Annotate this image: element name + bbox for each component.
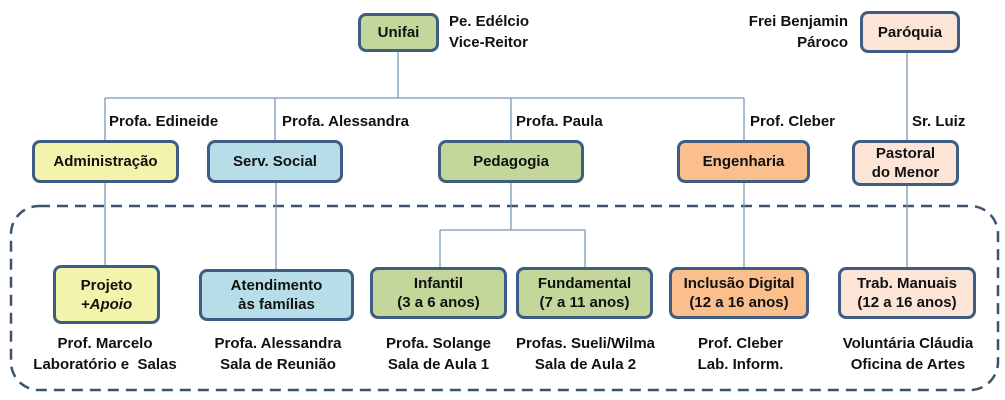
- branch-label-serv: Profa. Alessandra: [282, 113, 409, 130]
- unifai-person-role: Vice-Reitor: [449, 34, 528, 51]
- caption-infantil-line2: Sala de Aula 1: [387, 356, 490, 373]
- program-infantil-line2: (3 a 6 anos): [397, 294, 480, 311]
- program-atendimento-line2: às famílias: [238, 296, 315, 313]
- dept-engenharia: Engenharia: [677, 140, 810, 183]
- branch-label-eng: Prof. Cleber: [750, 113, 836, 130]
- dept-serv-social-label: Serv. Social: [233, 153, 317, 170]
- dept-pastoral-label-2: do Menor: [871, 164, 940, 181]
- dept-administracao-label: Administração: [53, 153, 158, 170]
- program-atendimento: Atendimento às famílias: [199, 269, 354, 321]
- caption-inclusao-line2: Lab. Inform.: [697, 356, 784, 373]
- dept-administracao: Administração: [32, 140, 179, 183]
- unifai-box: Unifai: [358, 13, 439, 52]
- dept-pastoral: Pastoral do Menor: [852, 140, 959, 186]
- program-fundamental: Fundamental (7 a 11 anos): [516, 267, 653, 319]
- caption-fundamental-line1: Profas. Sueli/Wilma: [515, 335, 656, 352]
- paroquia-person-name: Frei Benjamin: [748, 13, 848, 30]
- program-trab-line1: Trab. Manuais: [856, 275, 958, 292]
- caption-infantil: Profa. Solange Sala de Aula 1: [370, 333, 507, 375]
- program-projeto-line1: Projeto: [80, 276, 133, 294]
- paroquia-person: Frei Benjamin Pároco: [749, 11, 848, 53]
- caption-inclusao-line1: Prof. Cleber: [697, 335, 784, 352]
- program-trab-line2: (12 a 16 anos): [857, 294, 957, 311]
- caption-trab-line1: Voluntária Cláudia: [842, 335, 974, 352]
- program-trab-manuais: Trab. Manuais (12 a 16 anos): [838, 267, 976, 319]
- caption-projeto-line2: Laboratório e Salas: [33, 356, 177, 373]
- caption-trab-line2: Oficina de Artes: [850, 356, 966, 373]
- branch-label-adm: Profa. Edineide: [109, 113, 219, 130]
- program-projeto-apoio: Projeto +Apoio: [53, 265, 160, 324]
- unifai-person-name: Pe. Edélcio: [449, 13, 530, 30]
- caption-fundamental-line2: Sala de Aula 2: [534, 356, 637, 373]
- caption-atendimento: Profa. Alessandra Sala de Reunião: [196, 333, 360, 375]
- dept-serv-social: Serv. Social: [207, 140, 343, 183]
- dept-engenharia-label: Engenharia: [702, 153, 785, 170]
- program-fundamental-line2: (7 a 11 anos): [539, 294, 630, 311]
- program-infantil: Infantil (3 a 6 anos): [370, 267, 507, 319]
- program-projeto-line2: +Apoio: [80, 295, 133, 313]
- paroquia-person-role: Pároco: [797, 34, 848, 51]
- program-inclusao-line2: (12 a 16 anos): [689, 294, 789, 311]
- caption-projeto: Prof. Marcelo Laboratório e Salas: [15, 333, 195, 375]
- program-atendimento-line1: Atendimento: [230, 277, 323, 294]
- dept-pedagogia: Pedagogia: [438, 140, 584, 183]
- program-infantil-line1: Infantil: [413, 275, 464, 292]
- dept-pedagogia-label: Pedagogia: [473, 153, 549, 170]
- unifai-person: Pe. Edélcio Vice-Reitor: [449, 11, 529, 53]
- paroquia-label: Paróquia: [877, 23, 943, 41]
- caption-atendimento-line1: Profa. Alessandra: [214, 335, 342, 352]
- paroquia-box: Paróquia: [860, 11, 960, 53]
- program-inclusao-digital: Inclusão Digital (12 a 16 anos): [669, 267, 809, 319]
- branch-label-past: Sr. Luiz: [912, 113, 966, 130]
- caption-inclusao: Prof. Cleber Lab. Inform.: [672, 333, 809, 375]
- unifai-label: Unifai: [377, 24, 420, 41]
- caption-projeto-line1: Prof. Marcelo: [57, 335, 153, 352]
- program-inclusao-line1: Inclusão Digital: [683, 275, 795, 292]
- program-fundamental-line1: Fundamental: [537, 275, 632, 292]
- branch-label-ped: Profa. Paula: [516, 113, 603, 130]
- dept-pastoral-label-1: Pastoral: [875, 145, 936, 162]
- programs-region-border: [9, 204, 1000, 392]
- caption-fundamental: Profas. Sueli/Wilma Sala de Aula 2: [508, 333, 663, 375]
- caption-atendimento-line2: Sala de Reunião: [220, 356, 336, 373]
- caption-infantil-line1: Profa. Solange: [385, 335, 492, 352]
- caption-trab-manuais: Voluntária Cláudia Oficina de Artes: [828, 333, 988, 375]
